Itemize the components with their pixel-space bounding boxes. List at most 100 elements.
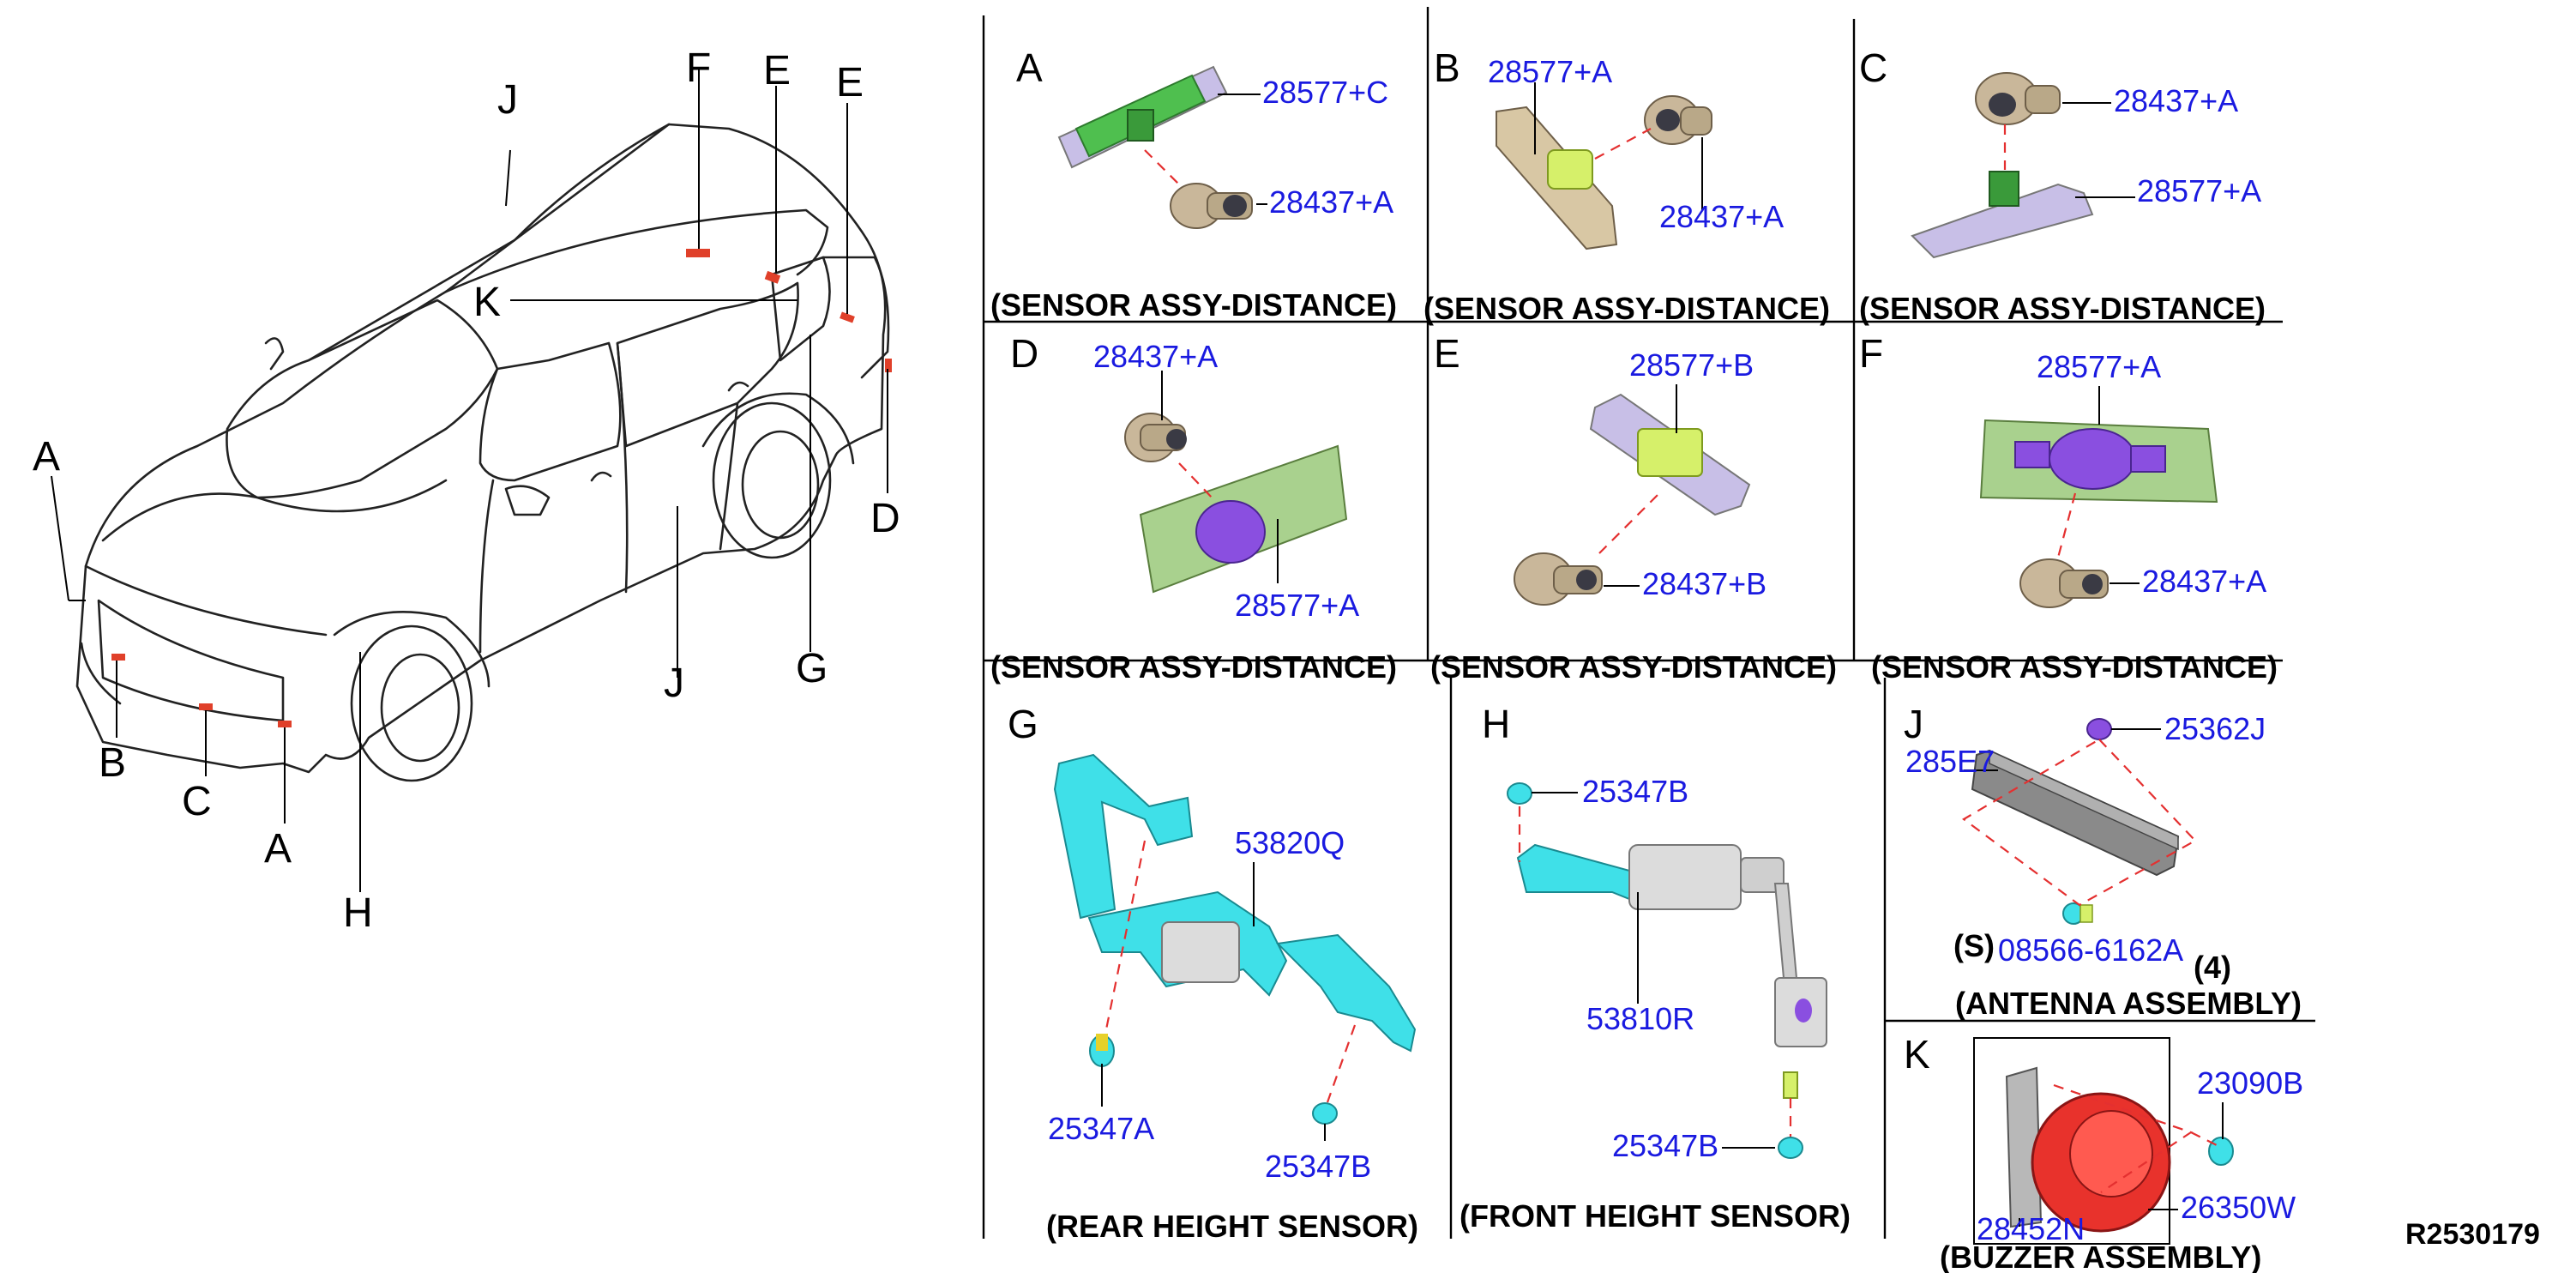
vehicle-label-J-top: J: [497, 77, 518, 123]
panel-letter-C: C: [1859, 45, 1887, 90]
buzzer-illustration: [2005, 1066, 2234, 1233]
bracket-illustration: [1589, 393, 1751, 516]
screw-prefix-label: (S): [1953, 928, 1995, 963]
part-number: 28437+A: [2114, 83, 2238, 118]
bracket-illustration: [1911, 171, 2094, 259]
panel-grid: [982, 7, 2315, 1239]
vehicle-overview: J F E E K A D B C A H G J: [33, 45, 900, 936]
drawing-number: R2530179: [2405, 1218, 2540, 1251]
panel-letter-J: J: [1904, 702, 1923, 746]
part-number: 53810R: [1586, 1001, 1694, 1036]
quantity-label: (4): [2194, 950, 2231, 985]
sensor-illustration: [1644, 95, 1712, 145]
part-number: 28437+A: [2142, 564, 2266, 599]
part-number: 25347B: [1265, 1149, 1371, 1184]
panel-G: G 53820Q 25347A 25347B (REAR HEIGHT SENS…: [1008, 702, 1418, 1244]
vehicle-label-G: G: [796, 646, 828, 691]
panel-letter-G: G: [1008, 702, 1038, 746]
panel-letter-A: A: [1016, 45, 1043, 90]
panel-J: J 25362J 285E7 (S) 08566-6162A (4) (ANTE…: [1904, 702, 2302, 1021]
part-number: 285E7: [1905, 744, 1995, 779]
vehicle-label-K: K: [473, 280, 501, 325]
part-number: 28577+A: [2137, 173, 2261, 208]
panel-letter-D: D: [1010, 331, 1038, 376]
vehicle-label-H: H: [343, 890, 373, 936]
bracket-illustration: [1979, 419, 2218, 504]
part-number: 28577+A: [2037, 349, 2161, 384]
part-number: 28577+C: [1262, 75, 1388, 110]
part-number: 28437+B: [1642, 566, 1766, 601]
part-number: 28437+A: [1269, 184, 1393, 220]
bracket-illustration: [1139, 444, 1348, 594]
part-number: 25362J: [2164, 711, 2266, 746]
panel-letter-H: H: [1482, 702, 1510, 746]
part-number: 26350W: [2181, 1190, 2296, 1225]
panel-D: D 28437+A 28577+A (SENSOR ASSY-DISTANCE): [990, 331, 1397, 685]
vehicle-label-E-1: E: [763, 48, 791, 94]
vehicle-label-E-2: E: [836, 60, 864, 106]
bracket-illustration: [1496, 106, 1618, 250]
vehicle-label-D: D: [870, 496, 900, 541]
sensor-markers: [111, 249, 892, 727]
panel-E: E 28577+B 28437+B (SENSOR ASSY-DISTANCE): [1430, 331, 1837, 685]
vehicle-label-J-bottom: J: [664, 661, 684, 706]
vehicle-leaders: [51, 69, 888, 892]
antenna-illustration: [1971, 718, 2180, 925]
part-number: 28437+A: [1659, 199, 1784, 234]
marker-B: [111, 654, 125, 661]
height-sensor-illustration: [1507, 782, 1827, 1159]
vehicle-outline: [75, 123, 890, 782]
panel-B: B 28577+A 28437+A (SENSOR ASSY-DISTANCE): [1423, 45, 1830, 326]
panel-caption-C: (SENSOR ASSY-DISTANCE): [1859, 291, 2266, 326]
marker-C: [199, 703, 213, 710]
part-number: 08566-6162A: [1998, 932, 2183, 968]
panel-A: A 28577+C 28437+A (SENSOR ASSY-DISTANCE): [990, 45, 1397, 323]
marker-A: [278, 721, 292, 727]
sensor-illustration: [1124, 413, 1187, 462]
panel-caption-G: (REAR HEIGHT SENSOR): [1046, 1209, 1418, 1244]
part-number: 23090B: [2197, 1065, 2303, 1101]
panel-caption-B: (SENSOR ASSY-DISTANCE): [1423, 291, 1830, 326]
sensor-illustration: [1975, 72, 2061, 125]
part-number: 25347A: [1048, 1111, 1154, 1146]
buzzer-frame: [1973, 1037, 2170, 1245]
panel-letter-F: F: [1859, 331, 1883, 376]
part-number: 53820Q: [1235, 825, 1345, 860]
vehicle-label-F: F: [686, 45, 711, 91]
panel-F: F 28577+A 28437+A (SENSOR ASSY-DISTANCE): [1859, 331, 2278, 685]
panel-caption-K: (BUZZER ASSEMBLY): [1940, 1240, 2261, 1273]
part-number: 28452N: [1977, 1211, 2085, 1246]
panel-caption-H: (FRONT HEIGHT SENSOR): [1460, 1198, 1851, 1234]
part-number: 28577+B: [1629, 347, 1754, 383]
vehicle-label-A-bottom: A: [264, 826, 292, 872]
height-sensor-illustration: [1053, 753, 1417, 1125]
panel-caption-F: (SENSOR ASSY-DISTANCE): [1871, 649, 2278, 685]
vehicle-labels: J F E E K A D B C A H G J: [33, 45, 900, 936]
panel-C: C 28437+A 28577+A (SENSOR ASSY-DISTANCE): [1859, 45, 2266, 326]
vehicle-label-A-left: A: [33, 434, 60, 480]
part-number: 28437+A: [1093, 339, 1218, 374]
sensor-illustration: [2019, 558, 2109, 608]
panel-letter-K: K: [1904, 1032, 1930, 1077]
vehicle-label-B: B: [99, 740, 126, 786]
marker-D: [885, 359, 892, 372]
part-number: 28577+A: [1235, 588, 1359, 623]
panel-letter-B: B: [1434, 45, 1460, 90]
part-number: 28577+A: [1488, 54, 1612, 89]
panel-letter-E: E: [1434, 331, 1460, 376]
marker-F: [686, 249, 710, 257]
part-number: 25347B: [1582, 774, 1688, 809]
bracket-illustration: [1057, 65, 1228, 169]
sensor-illustration: [1170, 183, 1253, 229]
part-number: 25347B: [1612, 1128, 1718, 1163]
panel-caption-J: (ANTENNA ASSEMBLY): [1955, 986, 2302, 1021]
panel-caption-A: (SENSOR ASSY-DISTANCE): [990, 287, 1397, 323]
panel-caption-D: (SENSOR ASSY-DISTANCE): [990, 649, 1397, 685]
panel-caption-E: (SENSOR ASSY-DISTANCE): [1430, 649, 1837, 685]
panel-K: K 23090B 28452N 26350W (BUZZER ASSEMBLY): [1904, 1032, 2303, 1273]
panel-H: H 25347B 53810R 25347B (FRONT HEIGHT SEN…: [1460, 702, 1851, 1234]
vehicle-label-C: C: [182, 779, 212, 824]
marker-E-1: [764, 270, 781, 284]
sensor-illustration: [1514, 552, 1603, 606]
